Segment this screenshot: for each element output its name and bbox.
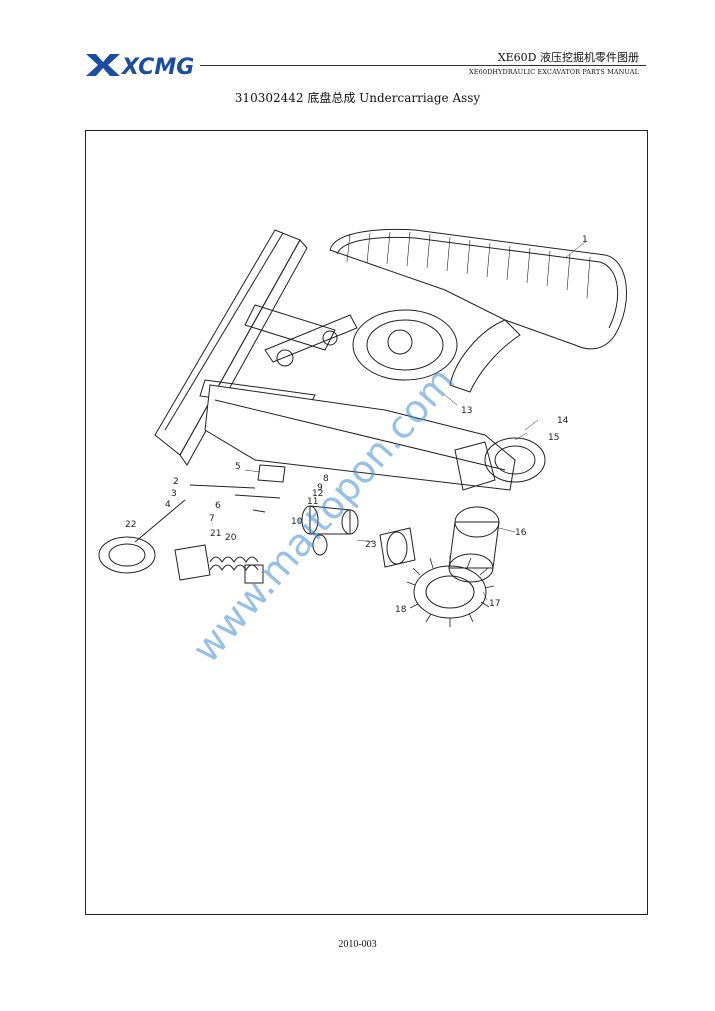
callout-11: 11 [307,497,318,507]
callout-7: 7 [209,514,215,524]
callout-10: 10 [291,517,303,527]
callout-8: 8 [323,474,329,484]
logo-wordmark: XCMG [120,55,194,78]
callout-22: 22 [125,520,136,530]
callout-21: 21 [210,529,221,539]
callout-14: 14 [557,416,569,426]
callout-16: 16 [515,528,527,538]
undercarriage-drawing: 1 2 3 4 5 6 7 8 9 10 11 12 13 14 15 16 1… [98,228,627,671]
callout-1: 1 [582,235,588,245]
callout-3: 3 [171,489,177,499]
page-title: 310302442 底盘总成 Undercarriage Assy [234,91,481,105]
xcmg-emblem-icon [86,54,120,76]
callout-13: 13 [461,406,472,416]
callout-15: 15 [548,433,559,443]
drawing-frame [85,130,648,915]
callout-23: 23 [365,540,376,550]
callout-18: 18 [395,605,407,615]
callout-labels: 1 2 3 4 5 6 7 8 9 10 11 12 13 14 15 16 1… [125,235,588,615]
callout-2: 2 [173,477,179,487]
callout-4: 4 [165,500,171,510]
callout-17: 17 [489,599,500,609]
header-rule [200,65,646,66]
page-footer: 2010-003 [338,939,377,950]
xcmg-logo: XCMG [86,54,194,78]
manual-title-en: XE60DHYDRAULIC EXCAVATOR PARTS MANUAL [469,68,639,76]
manual-title-cn: XE60D 液压挖掘机零件图册 [497,51,639,64]
callout-9: 9 [317,483,323,493]
callout-6: 6 [215,501,221,511]
callout-20: 20 [225,533,237,543]
callout-12: 12 [312,489,323,499]
undercarriage-linework [98,228,627,627]
callout-5: 5 [235,462,241,472]
